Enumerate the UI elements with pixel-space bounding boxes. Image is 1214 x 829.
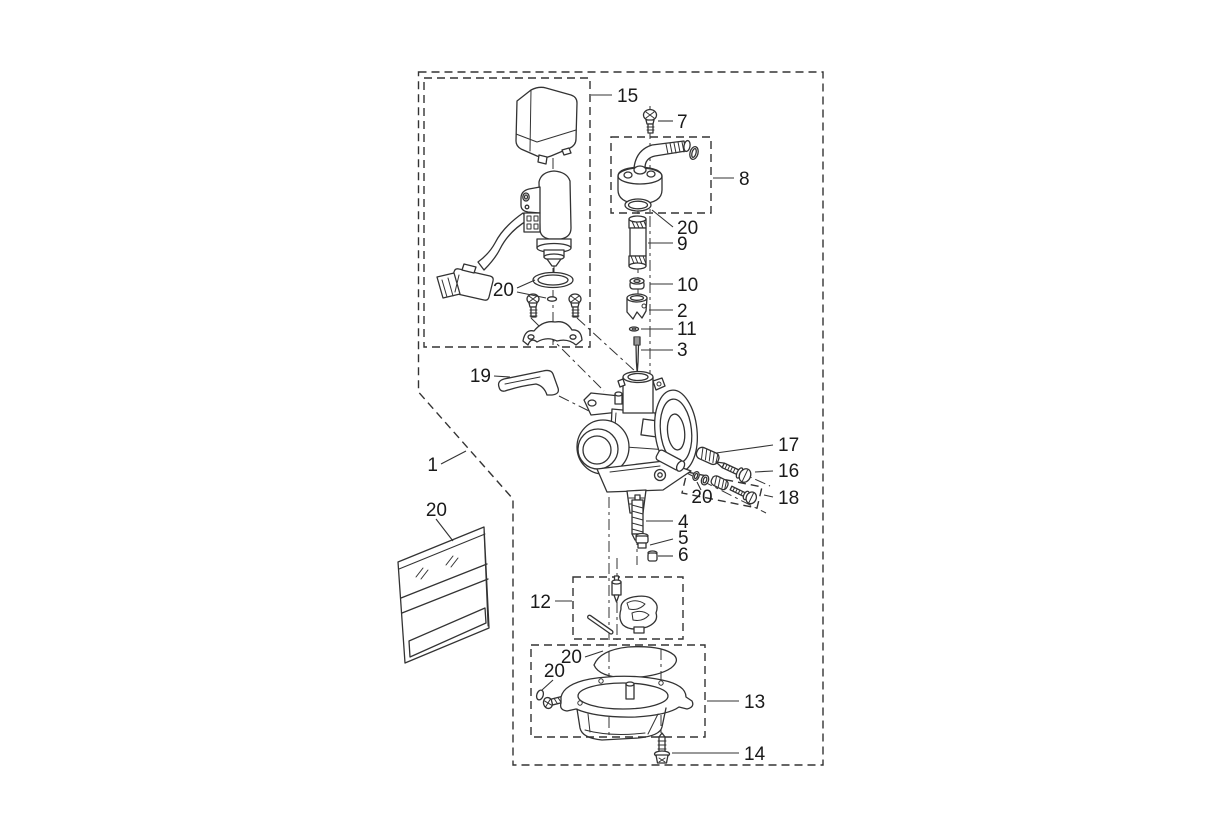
axis-bracket-screw-right [576, 317, 649, 384]
parts-artwork [397, 86, 758, 764]
callout-1: 1 [427, 455, 438, 476]
callout-4: 4 [678, 512, 689, 533]
callout-20-parts-bag: 20 [426, 500, 447, 521]
part-jet-holder-6 [647, 550, 658, 562]
callout-14: 14 [744, 744, 766, 765]
part-throttle-slide-2 [626, 293, 648, 320]
callout-20-bowl-oring: 20 [544, 661, 565, 682]
callout-20-choke-gasket-leader [516, 291, 547, 299]
group-box-12 [572, 576, 684, 640]
callout-17-leader [715, 444, 774, 454]
callout-20-parts-bag-leader [435, 518, 454, 542]
callout-16-leader [754, 470, 774, 473]
callout-5: 5 [678, 528, 689, 549]
part-jet-needle-3 [633, 336, 641, 374]
part-float-bowl [559, 675, 694, 741]
callout-12: 12 [530, 592, 551, 613]
callout-19-leader [493, 375, 511, 378]
callout-18: 18 [778, 488, 799, 509]
part-spring-seat-10 [629, 277, 645, 290]
part-float [619, 595, 658, 634]
callout-20-choke-gasket: 20 [493, 280, 514, 301]
part-bowl-screw-14 [653, 732, 671, 764]
part-auto-choke-unit [436, 170, 572, 301]
callout-10: 10 [677, 275, 698, 296]
callout-1-leader [440, 450, 467, 465]
axis-lever-link [558, 395, 598, 416]
grouping-boxes [417, 71, 824, 766]
callout-20-choke-gasket-leader [516, 279, 536, 289]
part-bowl-oring [535, 689, 545, 701]
group-box-13 [530, 644, 706, 738]
part-choke-gasket [532, 271, 574, 289]
part-pilot-spring [710, 475, 729, 491]
callout-8: 8 [739, 169, 750, 190]
callout-20-elbow-oring: 20 [677, 218, 698, 239]
part-choke-bracket [522, 321, 583, 346]
group-box-18 [681, 471, 763, 509]
part-starter-plunger-9 [628, 215, 647, 270]
part-float-pin [587, 614, 614, 635]
callout-2: 2 [677, 301, 688, 322]
part-cable-lever-19 [497, 369, 560, 396]
group-box-8 [610, 136, 712, 214]
part-bowl-gasket [593, 646, 678, 679]
part-air-screw-spring-17 [695, 446, 720, 466]
callout-13: 13 [744, 692, 765, 713]
part-needle-valve [611, 575, 622, 603]
part-choke-oring [546, 296, 558, 302]
callout-7: 7 [677, 112, 688, 133]
parts-bag [397, 526, 490, 664]
part-choke-cover [515, 86, 578, 165]
part-choke-screw-left [526, 293, 540, 318]
part-pilot-screw-18 [729, 485, 758, 505]
part-screw-7 [642, 108, 658, 134]
callout-18-leader [763, 494, 774, 498]
part-choke-screw-right [568, 293, 582, 318]
part-air-screw-16 [715, 461, 752, 483]
callout-labels: 1157820910211320191716182045612202020131… [426, 86, 799, 765]
callout-3: 3 [677, 340, 688, 361]
part-main-jet-5 [635, 532, 649, 549]
group-box-15 [423, 77, 591, 348]
callout-11: 11 [677, 319, 697, 340]
callout-20-bowl-gasket-leader [584, 650, 604, 658]
callout-5-leader [649, 538, 674, 546]
callout-16: 16 [778, 461, 799, 482]
callout-20-pilot-washers: 20 [691, 487, 712, 508]
part-elbow-oring [624, 198, 652, 212]
callout-17: 17 [778, 435, 799, 456]
callout-19: 19 [470, 366, 491, 387]
callout-20-bowl-oring-leader [541, 679, 554, 691]
part-breather-elbow [617, 139, 699, 205]
callout-20-pilot-washers-leader [696, 481, 702, 491]
callout-20-elbow-oring-leader [651, 209, 674, 228]
callout-6: 6 [678, 545, 689, 566]
callout-9: 9 [677, 234, 688, 255]
callout-15: 15 [617, 86, 638, 107]
part-carburetor-body [576, 370, 698, 522]
part-pilot-washers [692, 470, 710, 486]
outer-assembly-box [417, 71, 824, 766]
callout-20-bowl-gasket: 20 [561, 647, 582, 668]
part-needle-clip-11 [628, 326, 640, 332]
